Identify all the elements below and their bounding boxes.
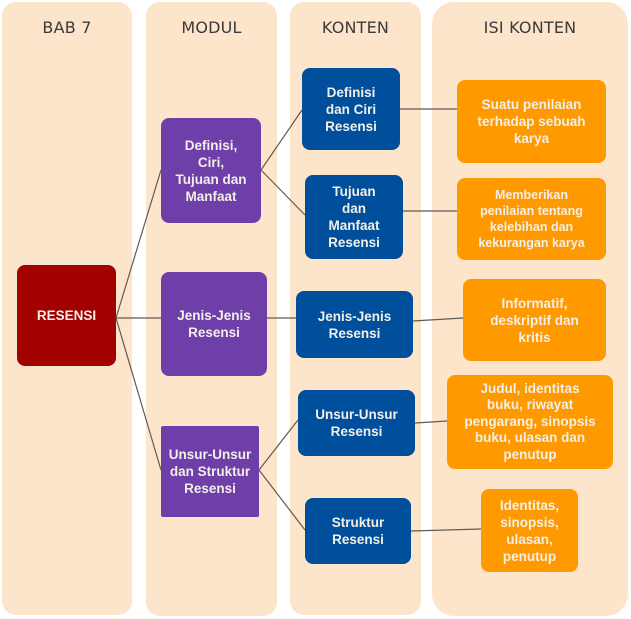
node-konten-tujuan-dan-manfaat[interactable]: Tujuan dan Manfaat Resensi [305,175,403,259]
node-isi-suatu-penilaian[interactable]: Suatu penilaian terhadap sebuah karya [457,80,606,163]
node-label: Memberikan penilaian tentang kelebihan d… [478,188,585,250]
node-label: Jenis-Jenis Resensi [317,308,392,341]
node-label: Judul, identitas buku, riwayat pengarang… [464,380,596,462]
node-konten-jenis-jenis[interactable]: Jenis-Jenis Resensi [296,291,413,358]
column-title-bab: BAB 7 [42,18,92,37]
node-isi-memberikan-penilaian[interactable]: Memberikan penilaian tentang kelebihan d… [457,178,606,260]
node-label: Definisi, Ciri, Tujuan dan Manfaat [175,137,247,204]
node-isi-identitas-sinopsis[interactable]: Identitas, sinopsis, ulasan, penutup [481,489,578,572]
column-title-konten: KONTEN [321,18,390,37]
node-label: Jenis-Jenis Resensi [177,308,251,340]
node-label: Informatif, deskriptif dan kritis [490,295,579,345]
node-label: RESENSI [36,308,97,323]
node-resensi-root[interactable]: RESENSI [17,265,116,366]
node-modul-jenis-jenis-resensi[interactable]: Jenis-Jenis Resensi [161,272,267,376]
node-label: Suatu penilaian terhadap sebuah karya [477,97,586,146]
node-label: Definisi dan Ciri Resensi [325,84,377,134]
column-title-modul: MODUL [181,18,242,37]
node-label: Struktur Resensi [331,515,385,547]
node-isi-informatif-deskriptif-kritis[interactable]: Informatif, deskriptif dan kritis [463,279,606,361]
node-label: Unsur-Unsur dan Struktur Resensi [168,447,252,496]
node-konten-unsur-unsur[interactable]: Unsur-Unsur Resensi [298,390,415,456]
node-modul-definisi-ciri-tujuan-manfaat[interactable]: Definisi, Ciri, Tujuan dan Manfaat [161,118,261,223]
node-modul-unsur-dan-struktur[interactable]: Unsur-Unsur dan Struktur Resensi [161,426,259,517]
node-konten-definisi-dan-ciri[interactable]: Definisi dan Ciri Resensi [302,68,400,150]
column-title-isi-konten: ISI KONTEN [483,18,577,37]
node-konten-struktur[interactable]: Struktur Resensi [305,498,411,564]
node-label: Unsur-Unsur Resensi [315,407,398,439]
node-isi-judul-identitas[interactable]: Judul, identitas buku, riwayat pengarang… [447,375,613,469]
node-label: Identitas, sinopsis, ulasan, penutup [499,497,560,564]
node-label: Tujuan dan Manfaat Resensi [328,184,380,250]
